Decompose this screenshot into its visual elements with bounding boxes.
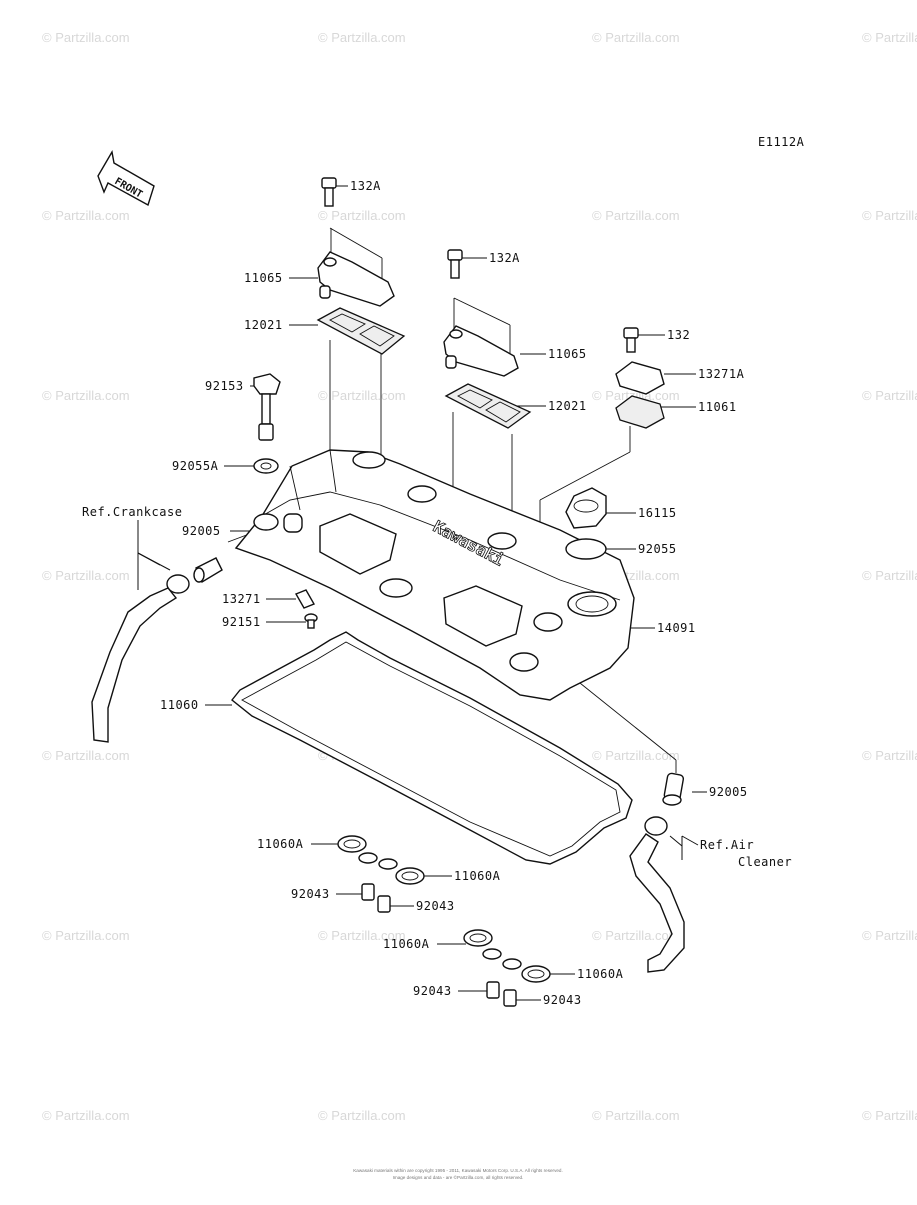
watermark: © Partzilla.com xyxy=(42,568,130,583)
watermark: © Partzilla.com xyxy=(42,30,130,45)
watermark: © Partzilla.com xyxy=(42,1108,130,1123)
part-label-11060a: 11060A xyxy=(454,869,501,883)
bolt-92153-icon xyxy=(253,373,281,441)
ref-crankcase-label: Ref.Crankcase xyxy=(82,505,182,519)
watermark: © Partzilla.com xyxy=(592,1108,680,1123)
watermark: © Partzilla.com xyxy=(318,388,406,403)
watermark: © Partzilla.com xyxy=(862,568,917,583)
part-label-11060a: 11060A xyxy=(383,937,430,951)
watermark: © Partzilla.com xyxy=(862,388,917,403)
oil-filler-cap-icon xyxy=(565,487,607,529)
part-label-92151: 92151 xyxy=(222,615,261,629)
breather-cover-icon xyxy=(317,251,395,307)
watermark: © Partzilla.com xyxy=(862,1108,917,1123)
watermark: © Partzilla.com xyxy=(318,1108,406,1123)
watermark: © Partzilla.com xyxy=(592,388,680,403)
copyright-line-1: Kawasaki materials within are copyright … xyxy=(353,1168,563,1173)
air-cleaner-hose-icon xyxy=(629,816,685,973)
screw-92151-icon xyxy=(304,613,318,629)
ref-air-cleaner-label: Ref.Air xyxy=(700,838,754,852)
part-label-92005: 92005 xyxy=(709,785,748,799)
part-label-92043: 92043 xyxy=(413,984,452,998)
bolt-132a-icon xyxy=(447,249,463,279)
copyright-line-2: Image designs and data - are ©Partzilla.… xyxy=(393,1174,524,1180)
o-ring-11060a-icon xyxy=(395,867,425,885)
part-label-11065: 11065 xyxy=(548,347,587,361)
watermark: © Partzilla.com xyxy=(42,748,130,763)
watermark: © Partzilla.com xyxy=(318,30,406,45)
part-label-132a: 132A xyxy=(350,179,381,193)
watermark: © Partzilla.com xyxy=(862,30,917,45)
part-label-11060a: 11060A xyxy=(577,967,624,981)
part-label-132a: 132A xyxy=(489,251,520,265)
o-ring-11060a-icon xyxy=(337,835,367,853)
part-label-12021: 12021 xyxy=(548,399,587,413)
watermark: © Partzilla.com xyxy=(592,30,680,45)
cylinder-head-cover-icon: Kawasaki xyxy=(234,449,635,701)
oring-dowel-group-1 xyxy=(337,835,425,913)
watermark: © Partzilla.com xyxy=(862,748,917,763)
watermark: © Partzilla.com xyxy=(592,748,680,763)
part-label-16115: 16115 xyxy=(638,506,677,520)
part-label-132: 132 xyxy=(667,328,690,342)
part-label-92153: 92153 xyxy=(205,379,244,393)
o-ring-11060a-icon xyxy=(463,929,493,947)
gasket-11061-icon xyxy=(615,395,665,429)
plate-13271a-icon xyxy=(615,361,665,395)
part-label-13271a: 13271A xyxy=(698,367,745,381)
bracket-13271-icon xyxy=(294,589,316,609)
gasket-11060-icon xyxy=(231,631,633,865)
part-label-92043: 92043 xyxy=(543,993,582,1007)
part-label-11060a: 11060A xyxy=(257,837,304,851)
watermark: © Partzilla.com xyxy=(318,928,406,943)
oring-dowel-group-2 xyxy=(463,929,551,1007)
dowel-92043-icon xyxy=(377,895,391,913)
o-ring-92055-icon xyxy=(565,538,607,560)
part-label-11060: 11060 xyxy=(160,698,199,712)
watermark: © Partzilla.com xyxy=(592,928,680,943)
watermark: © Partzilla.com xyxy=(592,208,680,223)
gasket-12021-icon xyxy=(316,307,406,355)
crankcase-hose-icon xyxy=(91,574,190,743)
part-label-11061: 11061 xyxy=(698,400,737,414)
hose-fitting-92005-icon xyxy=(193,557,223,584)
part-label-14091: 14091 xyxy=(657,621,696,635)
watermark: © Partzilla.com xyxy=(42,388,130,403)
diagram-code: E1112A xyxy=(758,135,805,149)
front-arrow-icon: FRONT xyxy=(97,150,155,207)
dowel-92043-icon xyxy=(361,883,375,901)
part-label-11065: 11065 xyxy=(244,271,283,285)
part-label-92005: 92005 xyxy=(182,524,221,538)
part-label-92055: 92055 xyxy=(638,542,677,556)
watermark: © Partzilla.com xyxy=(862,208,917,223)
watermark: © Partzilla.com xyxy=(42,208,130,223)
breather-cover-icon xyxy=(443,325,519,377)
part-labels: 132A 11065 12021 92153 92055A 92005 1327… xyxy=(160,179,748,1007)
dowel-92043-icon xyxy=(503,989,517,1007)
part-label-92043: 92043 xyxy=(416,899,455,913)
watermark: © Partzilla.com xyxy=(862,928,917,943)
ref-air-cleaner-label-2: Cleaner xyxy=(738,855,792,869)
gasket-12021-icon xyxy=(444,383,532,429)
hose-fitting-92005-icon xyxy=(662,772,685,806)
part-label-92055a: 92055A xyxy=(172,459,219,473)
watermark: © Partzilla.com xyxy=(42,928,130,943)
washer-92055a-icon xyxy=(253,458,279,474)
dowel-92043-icon xyxy=(486,981,500,999)
o-ring-11060a-icon xyxy=(521,965,551,983)
bolt-132a-icon xyxy=(321,177,337,207)
part-label-12021: 12021 xyxy=(244,318,283,332)
part-label-92043: 92043 xyxy=(291,887,330,901)
part-label-13271: 13271 xyxy=(222,592,261,606)
watermark: © Partzilla.com xyxy=(318,208,406,223)
bolt-132-icon xyxy=(623,327,639,353)
